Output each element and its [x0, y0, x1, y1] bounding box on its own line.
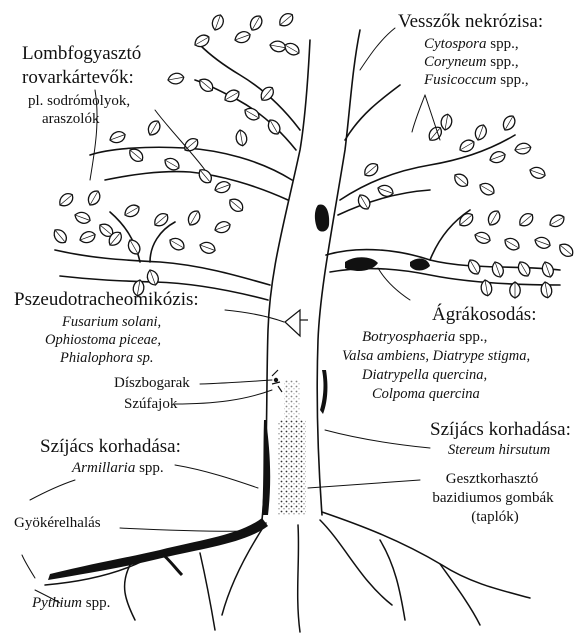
label-agrak-line3: Diatrypella quercina,	[362, 368, 487, 383]
label-vesszok-genus2: Coryneum	[424, 54, 487, 70]
heartwood-rot-area	[278, 420, 306, 515]
label-pythium: Pythium spp.	[32, 596, 110, 612]
root-right-4	[380, 540, 405, 620]
label-agrak-title: Ágrákosodás:	[432, 305, 536, 325]
canker-trunk-upper	[315, 204, 329, 231]
label-lomb-title1: Lombfogyasztó	[22, 44, 141, 64]
lesion-right-trunk	[320, 370, 327, 414]
label-diszbogarak: Díszbogarak	[114, 376, 190, 392]
label-lomb-line2: araszolók	[42, 112, 99, 128]
label-pszeudo-line3: Phialophora sp.	[60, 351, 153, 366]
label-vesszok-line3: Fusicoccum spp.,	[424, 73, 529, 89]
label-vesszok-genus1: Cytospora	[424, 36, 487, 52]
label-agrak-line2: Valsa ambiens, Diatrype stigma,	[342, 349, 530, 364]
label-szufajok: Szúfajok	[124, 397, 177, 413]
tracheomycosis-mark	[285, 310, 300, 336]
root-right-1	[320, 520, 392, 605]
label-pszeudo-line1: Fusarium solani,	[62, 315, 161, 330]
lesion-left-trunk	[262, 420, 270, 515]
label-szijacs-left-genus: Armillaria	[72, 460, 135, 476]
label-geszt-line3: (taplók)	[450, 510, 540, 526]
root-left-4	[125, 565, 135, 620]
label-szijacs-left-line1: Armillaria spp.	[72, 461, 164, 477]
label-vesszok-title: Vesszők nekrózisa:	[398, 12, 543, 32]
label-pszeudo-title: Pszeudotracheomikózis:	[14, 290, 199, 310]
label-lomb-title2: rovarkártevők:	[22, 68, 134, 88]
label-szijacs-left-suffix: spp.	[135, 460, 163, 476]
label-gyoker: Gyökérelhalás	[14, 516, 101, 532]
label-lomb-line1: pl. sodrómolyok,	[28, 94, 130, 110]
label-geszt-line2: bazidiumos gombák	[418, 491, 568, 507]
root-right-3	[440, 564, 480, 625]
label-vesszok-suffix2: spp.,	[487, 54, 519, 70]
label-agrak-suffix1: spp.,	[455, 329, 487, 345]
branch-left-main	[55, 250, 270, 285]
label-pszeudo-line2: Ophiostoma piceae,	[45, 333, 161, 348]
label-szijacs-right-title: Szíjács korhadása:	[430, 420, 571, 440]
label-pythium-suffix: spp.	[82, 595, 110, 611]
label-vesszok-suffix1: spp.,	[487, 36, 519, 52]
root-center	[298, 525, 300, 632]
branch-top-right	[345, 85, 400, 140]
trunk-right	[317, 30, 360, 515]
root-left-3	[200, 553, 215, 630]
label-szijacs-left-title: Szíjács korhadása:	[40, 437, 181, 457]
label-pythium-genus: Pythium	[32, 595, 82, 611]
label-vesszok-suffix3: spp.,	[496, 72, 528, 88]
label-agrak-line1: Botryosphaeria spp.,	[362, 330, 487, 346]
label-vesszok-genus3: Fusicoccum	[424, 72, 496, 88]
label-agrak-line4: Colpoma quercina	[372, 387, 480, 402]
label-vesszok-line1: Cytospora spp.,	[424, 37, 519, 53]
label-geszt-line1: Gesztkorhasztó	[432, 472, 552, 488]
label-szijacs-right-line1: Stereum hirsutum	[448, 443, 550, 458]
label-agrak-genus1: Botryosphaeria	[362, 329, 455, 345]
label-vesszok-line2: Coryneum spp.,	[424, 55, 519, 71]
